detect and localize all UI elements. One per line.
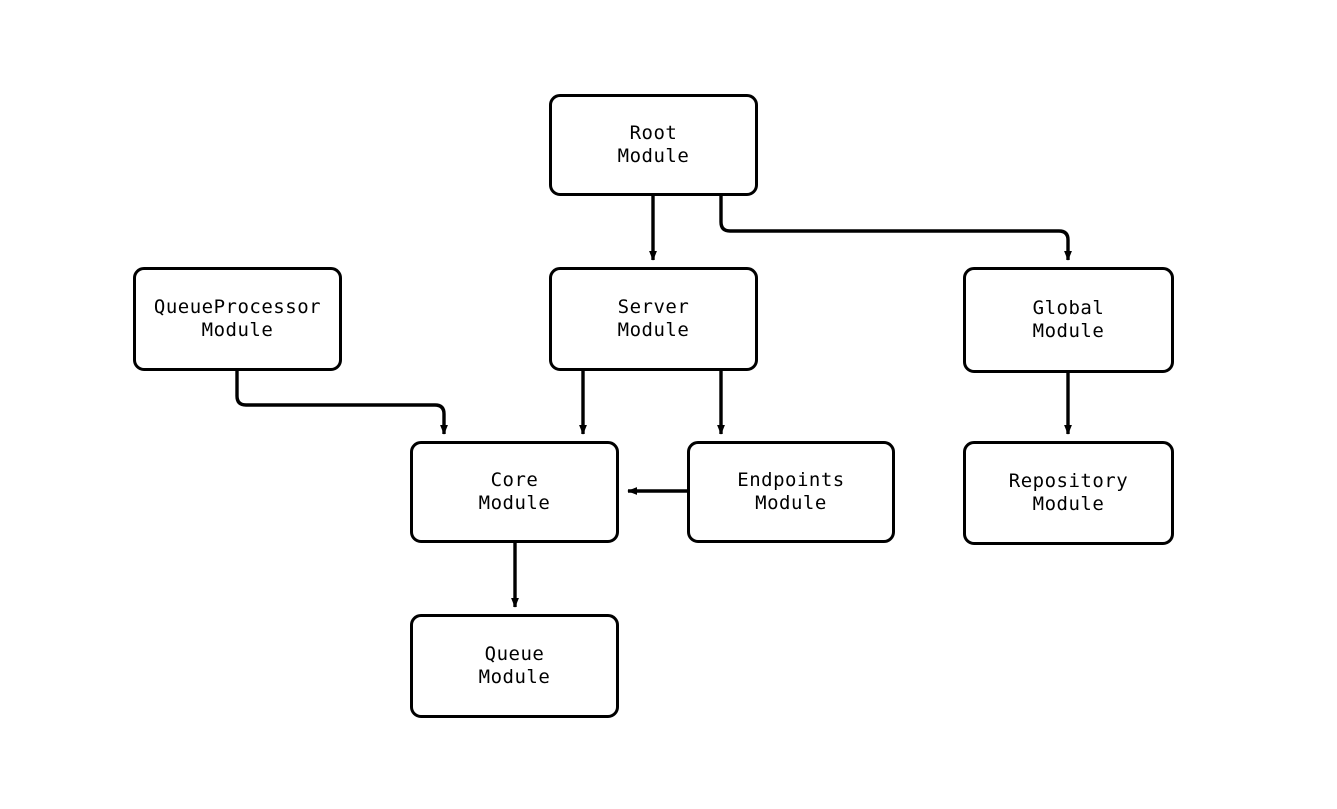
node-repository-module[interactable]: Repository Module [963, 441, 1174, 545]
node-repository-module-line1: Repository [1008, 470, 1129, 492]
node-core-module[interactable]: Core Module [410, 441, 619, 543]
node-endpoints-module[interactable]: Endpoints Module [687, 441, 895, 543]
node-repository-module-line2: Module [1032, 493, 1105, 515]
node-core-module-line1: Core [490, 469, 539, 491]
node-queueprocessor-module-line1: QueueProcessor [153, 296, 322, 318]
node-global-module-line1: Global [1032, 297, 1105, 319]
node-endpoints-module-line2: Module [755, 492, 827, 514]
node-endpoints-module-line1: Endpoints [737, 469, 845, 491]
node-queue-module-line2: Module [478, 666, 551, 688]
node-server-module[interactable]: Server Module [549, 267, 758, 371]
node-root-module-line1: Root [629, 122, 678, 144]
node-queueprocessor-module-line2: Module [201, 319, 274, 341]
node-core-module-line2: Module [478, 492, 551, 514]
node-global-module[interactable]: Global Module [963, 267, 1174, 373]
node-server-module-line1: Server [617, 296, 690, 318]
node-queueprocessor-module[interactable]: QueueProcessor Module [133, 267, 342, 371]
node-queue-module-line1: Queue [484, 643, 545, 665]
node-root-module-line2: Module [617, 145, 690, 167]
node-root-module[interactable]: Root Module [549, 94, 758, 196]
node-queue-module[interactable]: Queue Module [410, 614, 619, 718]
edge-root-to-global [719, 196, 1072, 261]
node-server-module-line2: Module [617, 319, 690, 341]
edge-queueprocessor-to-core [235, 371, 448, 435]
node-global-module-line2: Module [1032, 320, 1105, 342]
